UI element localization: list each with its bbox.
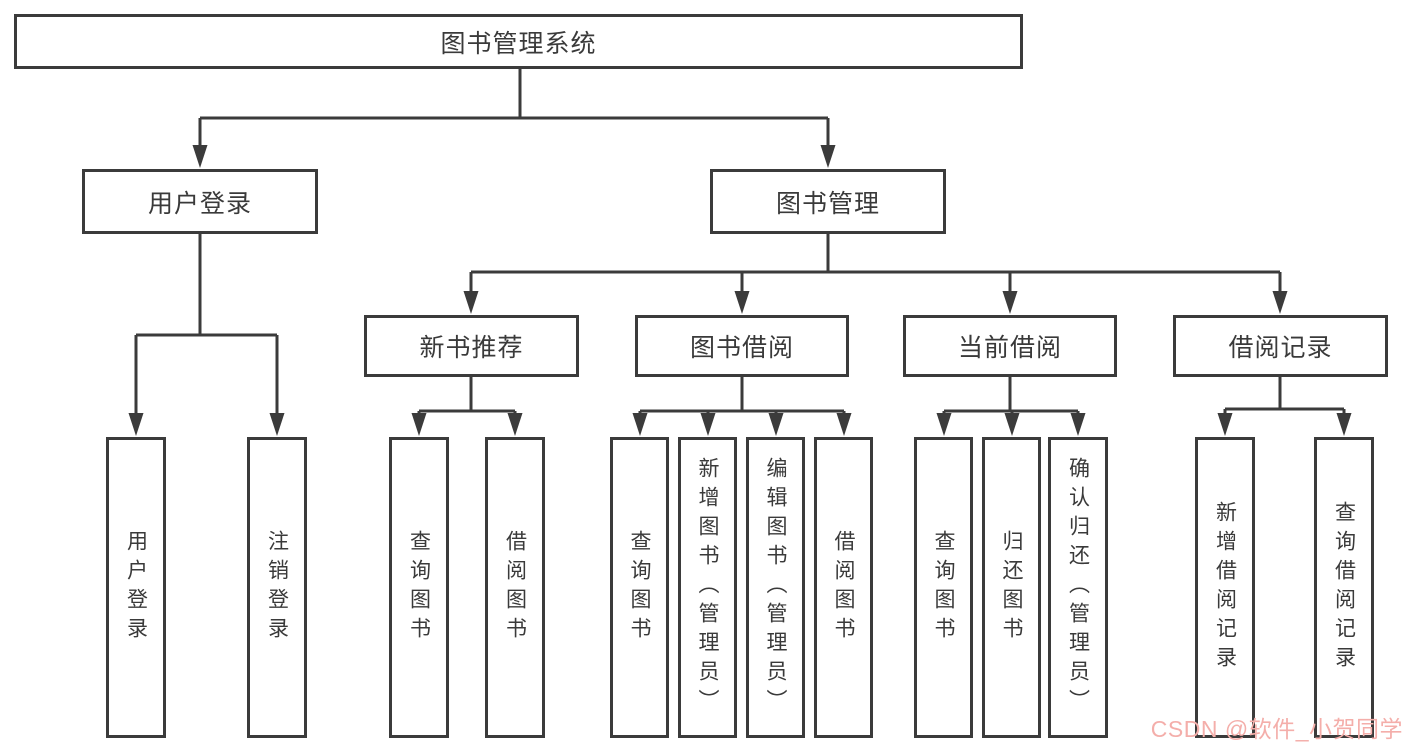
root-box: 图书管理系统 — [14, 14, 1023, 69]
leaf-label-query-books-borrow: 查询图书 — [628, 529, 652, 646]
leaf-label-borrow-books: 借阅图书 — [832, 529, 856, 646]
leaf-label-add-books-admin: 新增图书（管理员） — [696, 457, 720, 718]
connector-book-borrow-to-leaves — [632, 377, 852, 436]
level3-label-current-borrow: 当前借阅 — [957, 334, 1062, 362]
level3-box-borrow-records: 借阅记录 — [1173, 315, 1388, 377]
connector-new-book-recommend-to-leaves — [411, 377, 523, 436]
leaf-box-query-books-recommend: 查询图书 — [389, 437, 449, 738]
leaf-box-return-books: 归还图书 — [982, 437, 1041, 738]
level2-label-book-management: 图书管理 — [775, 189, 880, 218]
level2-label-user-login: 用户登录 — [147, 189, 252, 218]
level3-box-book-borrow: 图书借阅 — [635, 315, 849, 377]
leaf-box-edit-books-admin: 编辑图书（管理员） — [746, 437, 805, 738]
leaf-label-confirm-return-admin: 确认归还（管理员） — [1066, 457, 1090, 718]
level3-label-book-borrow: 图书借阅 — [689, 334, 794, 362]
leaf-box-add-books-admin: 新增图书（管理员） — [678, 437, 737, 738]
leaf-label-logout: 注销登录 — [265, 529, 289, 646]
level2-box-user-login: 用户登录 — [82, 169, 318, 234]
csdn-watermark: CSDN @软件_小贺同学 — [1150, 716, 1403, 742]
leaf-box-confirm-return-admin: 确认归还（管理员） — [1048, 437, 1108, 738]
leaf-label-borrow-books-recommend: 借阅图书 — [503, 529, 527, 646]
level3-label-new-book-recommend: 新书推荐 — [419, 334, 524, 362]
level3-box-new-book-recommend: 新书推荐 — [364, 315, 579, 377]
leaf-box-borrow-books-recommend: 借阅图书 — [485, 437, 545, 738]
leaf-label-query-books-recommend: 查询图书 — [407, 529, 431, 646]
connector-user-login-to-leaves — [128, 234, 285, 436]
leaf-label-user-login: 用户登录 — [124, 529, 148, 646]
leaf-box-query-books-borrow: 查询图书 — [610, 437, 669, 738]
level3-box-current-borrow: 当前借阅 — [903, 315, 1117, 377]
connector-root-to-level2 — [192, 68, 836, 168]
leaf-box-borrow-books: 借阅图书 — [814, 437, 873, 738]
leaf-label-edit-books-admin: 编辑图书（管理员） — [764, 457, 788, 718]
leaf-box-add-borrow-record: 新增借阅记录 — [1195, 437, 1255, 738]
leaf-label-add-borrow-record: 新增借阅记录 — [1213, 500, 1237, 675]
connector-book-management-to-level3 — [463, 234, 1288, 314]
leaf-box-user-login: 用户登录 — [106, 437, 166, 738]
leaf-box-logout: 注销登录 — [247, 437, 307, 738]
leaf-label-return-books: 归还图书 — [1000, 529, 1024, 646]
leaf-label-query-borrow-record: 查询借阅记录 — [1332, 500, 1356, 675]
connector-borrow-records-to-leaves — [1217, 377, 1352, 436]
leaf-box-query-borrow-record: 查询借阅记录 — [1314, 437, 1374, 738]
level2-box-book-management: 图书管理 — [710, 169, 946, 234]
leaf-box-query-books-current: 查询图书 — [914, 437, 973, 738]
root-label: 图书管理系统 — [440, 29, 597, 58]
leaf-label-query-books-current: 查询图书 — [932, 529, 956, 646]
connector-current-borrow-to-leaves — [936, 377, 1086, 436]
level3-label-borrow-records: 借阅记录 — [1228, 334, 1333, 362]
